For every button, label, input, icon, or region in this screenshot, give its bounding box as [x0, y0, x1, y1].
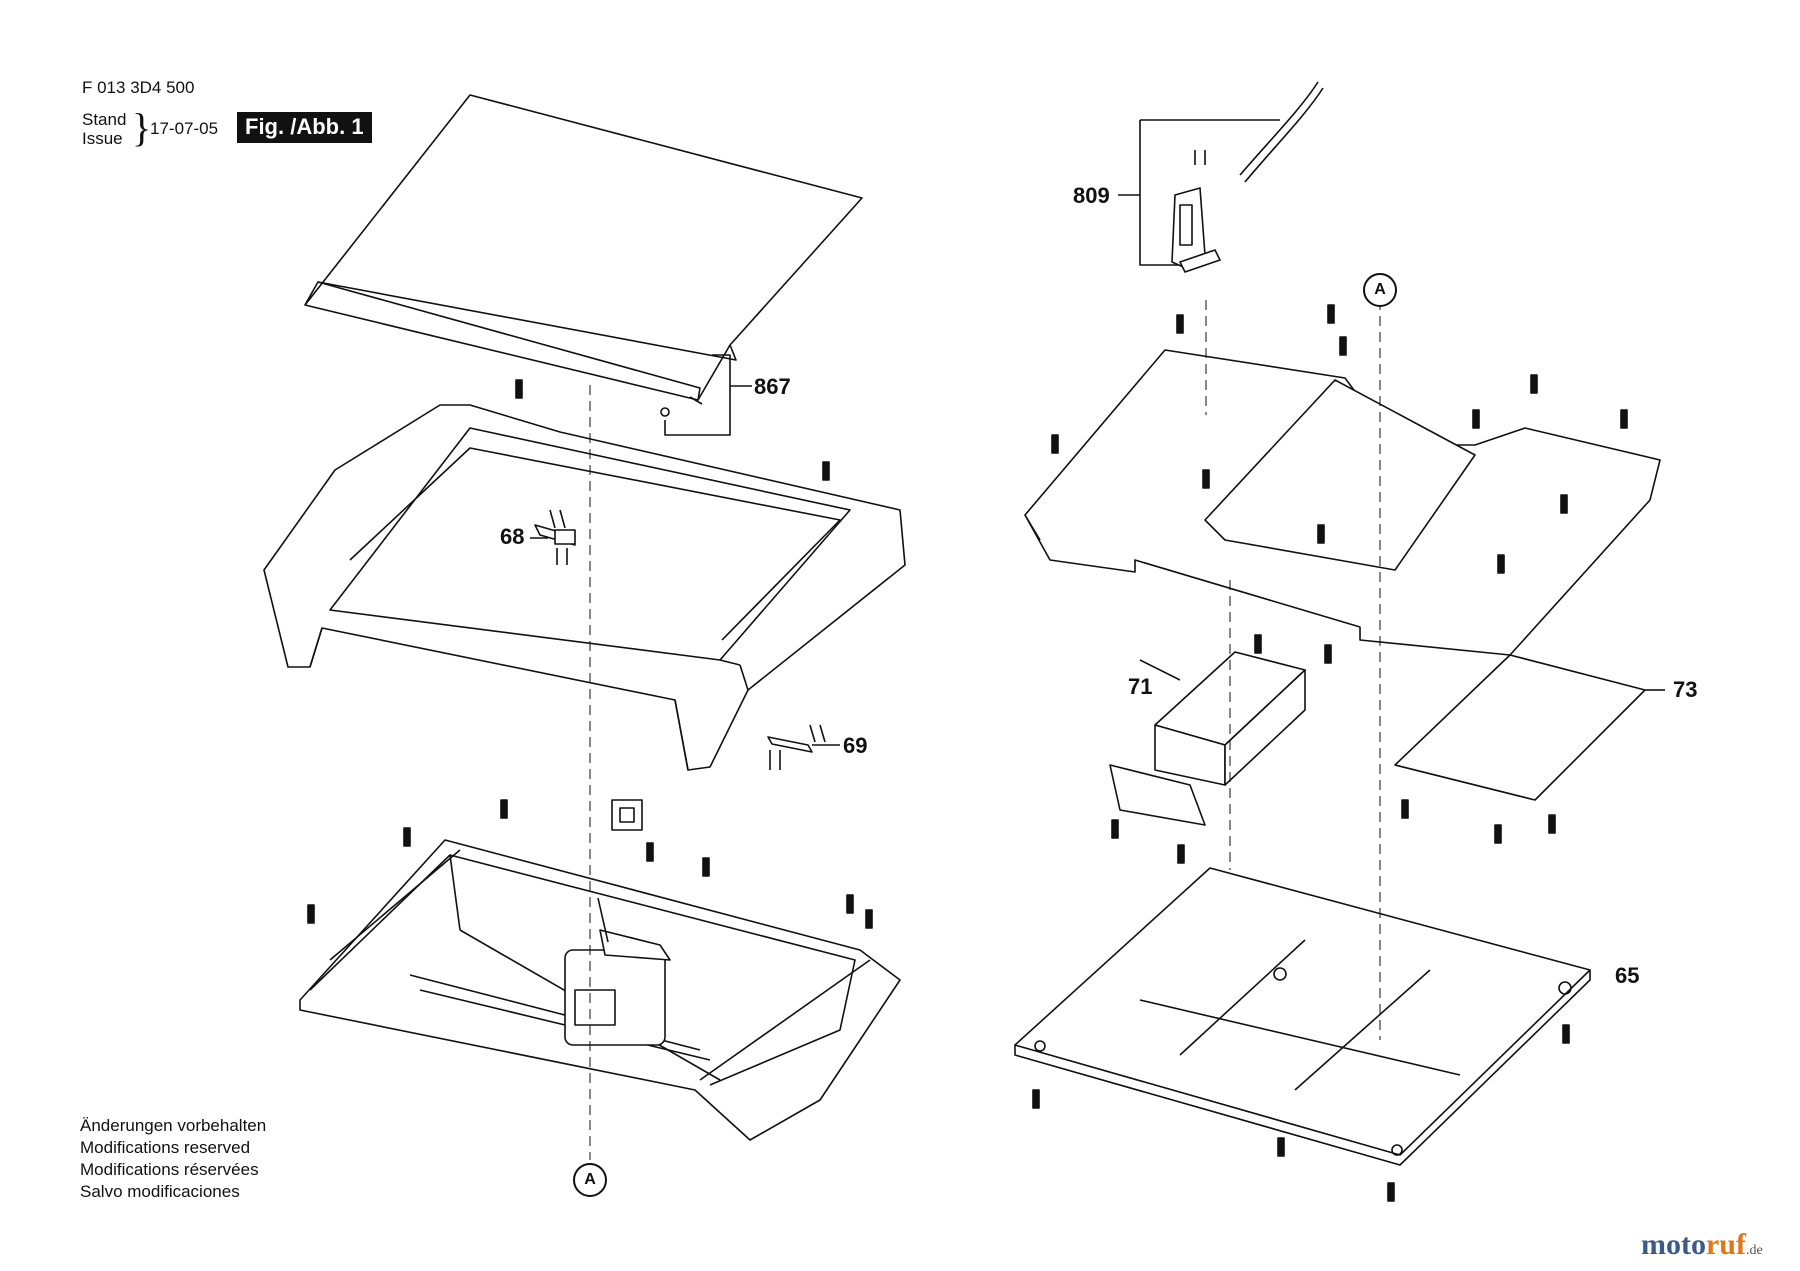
alignment-lines [589, 300, 1381, 1160]
note-spanish: Salvo modificaciones [80, 1182, 240, 1201]
watermark-part2: ruf [1705, 1228, 1746, 1261]
part-number: F 013 3D4 500 [82, 78, 195, 97]
part-label-68: 68 [500, 524, 525, 549]
brace-glyph: } [132, 105, 152, 150]
part-label-73: 73 [1673, 677, 1698, 702]
note-french: Modifications réservées [80, 1160, 259, 1179]
part-label-809: 809 [1073, 183, 1110, 208]
reference-mark-top: A [1363, 273, 1397, 307]
watermark-part1: moto [1641, 1228, 1706, 1261]
hinge-68 [530, 509, 576, 565]
watermark-suffix: .de [1745, 1243, 1763, 1258]
issue-label: Issue [82, 129, 123, 148]
stand-label: Stand [82, 110, 127, 129]
reference-mark-bottom: A [573, 1163, 607, 1197]
part-label-69: 69 [843, 733, 868, 758]
part-label-65: 65 [1615, 963, 1640, 988]
note-german: Änderungen vorbehalten [80, 1116, 267, 1135]
watermark-logo: motoruf.de [1641, 1228, 1763, 1262]
upper-frame [263, 404, 906, 771]
hinge-69 [767, 724, 840, 770]
switch-809 [1118, 81, 1324, 273]
lid-cover-867 [304, 94, 863, 405]
issue-date: 17-07-05 [150, 119, 219, 138]
lower-frame [299, 799, 901, 1141]
circuit-board-73 [1394, 654, 1665, 801]
part-label-867: 867 [754, 374, 791, 399]
part-label-71: 71 [1128, 674, 1153, 699]
screws [307, 304, 1628, 1202]
figure-label: Fig. /Abb. 1 [237, 112, 372, 143]
electronics-box-71 [1109, 651, 1306, 826]
top-plate [1024, 349, 1661, 656]
base-plate-65 [1014, 867, 1591, 1166]
bracket-867 [660, 354, 752, 436]
note-english: Modifications reserved [80, 1138, 251, 1157]
